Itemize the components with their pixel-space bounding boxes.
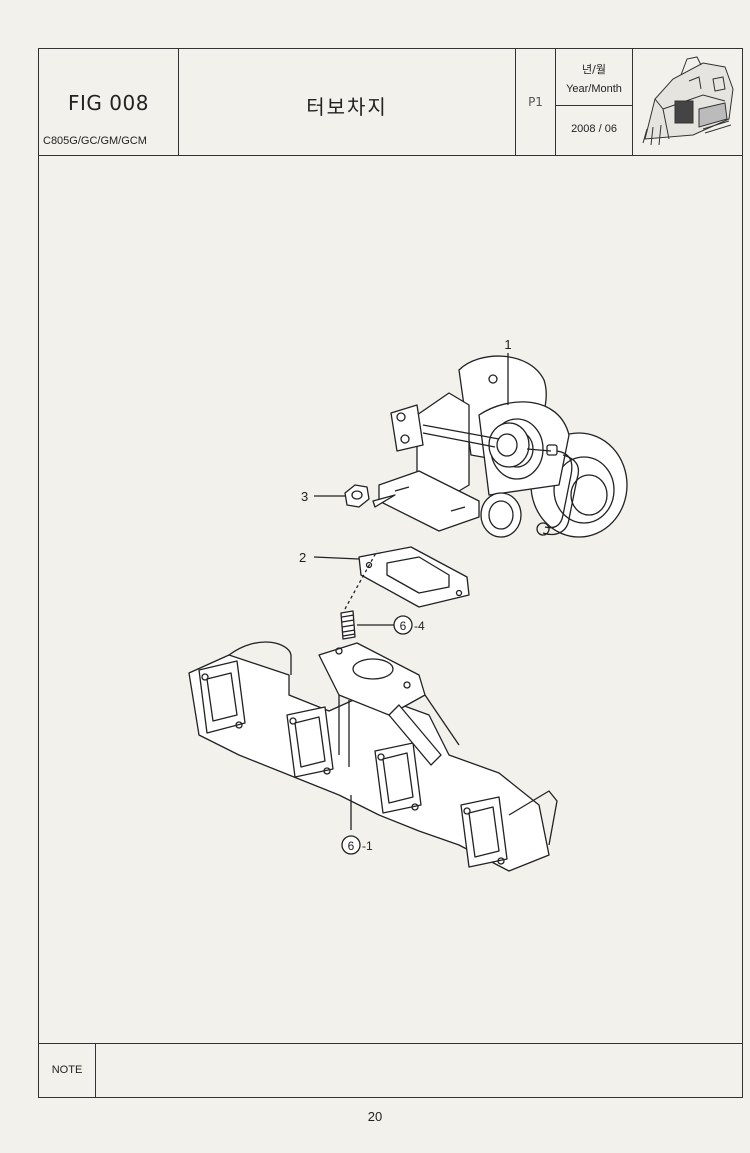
exhaust-manifold-part [188, 641, 558, 872]
callout-6-4-number: 6 [400, 619, 407, 633]
model-code: C805G/GC/GM/GCM [43, 135, 147, 147]
part-title: 터보차지 [306, 95, 388, 119]
page-code: P1 [528, 95, 543, 109]
note-row: NOTE [39, 1043, 742, 1098]
thumbnail-cell [633, 49, 742, 155]
figure-cell: FIG 008 C805G/GC/GM/GCM [39, 49, 179, 155]
date-label-box: 년/월 Year/Month [556, 49, 632, 106]
callout-1: 1 [504, 337, 511, 352]
turbocharger-diagram: 1 3 2 6 -4 6 -1 [188, 337, 628, 872]
turbocharger-part [378, 355, 628, 538]
note-label-cell: NOTE [39, 1044, 96, 1098]
page-number: 20 [367, 1109, 383, 1124]
date-label-korean: 년/월 [582, 63, 606, 76]
date-cell: 년/월 Year/Month 2008 / 06 [556, 49, 633, 155]
exploded-view-drawing: 1 3 2 6 -4 6 -1 [39, 155, 742, 1043]
page-cell: P1 [516, 49, 556, 155]
callout-6-1-suffix: -1 [362, 839, 373, 853]
callout-6-1-number: 6 [348, 839, 355, 853]
callout-2: 2 [299, 550, 306, 565]
parts-sheet: FIG 008 C805G/GC/GM/GCM 터보차지 P1 년/월 Year… [38, 48, 743, 1098]
date-value: 2008 / 06 [571, 123, 617, 135]
nut-part [314, 484, 396, 508]
callout-6-4-suffix: -4 [414, 619, 425, 633]
title-cell: 터보차지 [179, 49, 516, 155]
title-block: FIG 008 C805G/GC/GM/GCM 터보차지 P1 년/월 Year… [39, 49, 742, 156]
callout-3: 3 [301, 489, 308, 504]
figure-number: FIG 008 [68, 91, 149, 115]
date-label-english: Year/Month [566, 83, 622, 95]
gasket-part [313, 546, 470, 608]
stud-part [340, 550, 394, 640]
combine-harvester-icon [642, 56, 734, 146]
note-label: NOTE [51, 1064, 83, 1076]
